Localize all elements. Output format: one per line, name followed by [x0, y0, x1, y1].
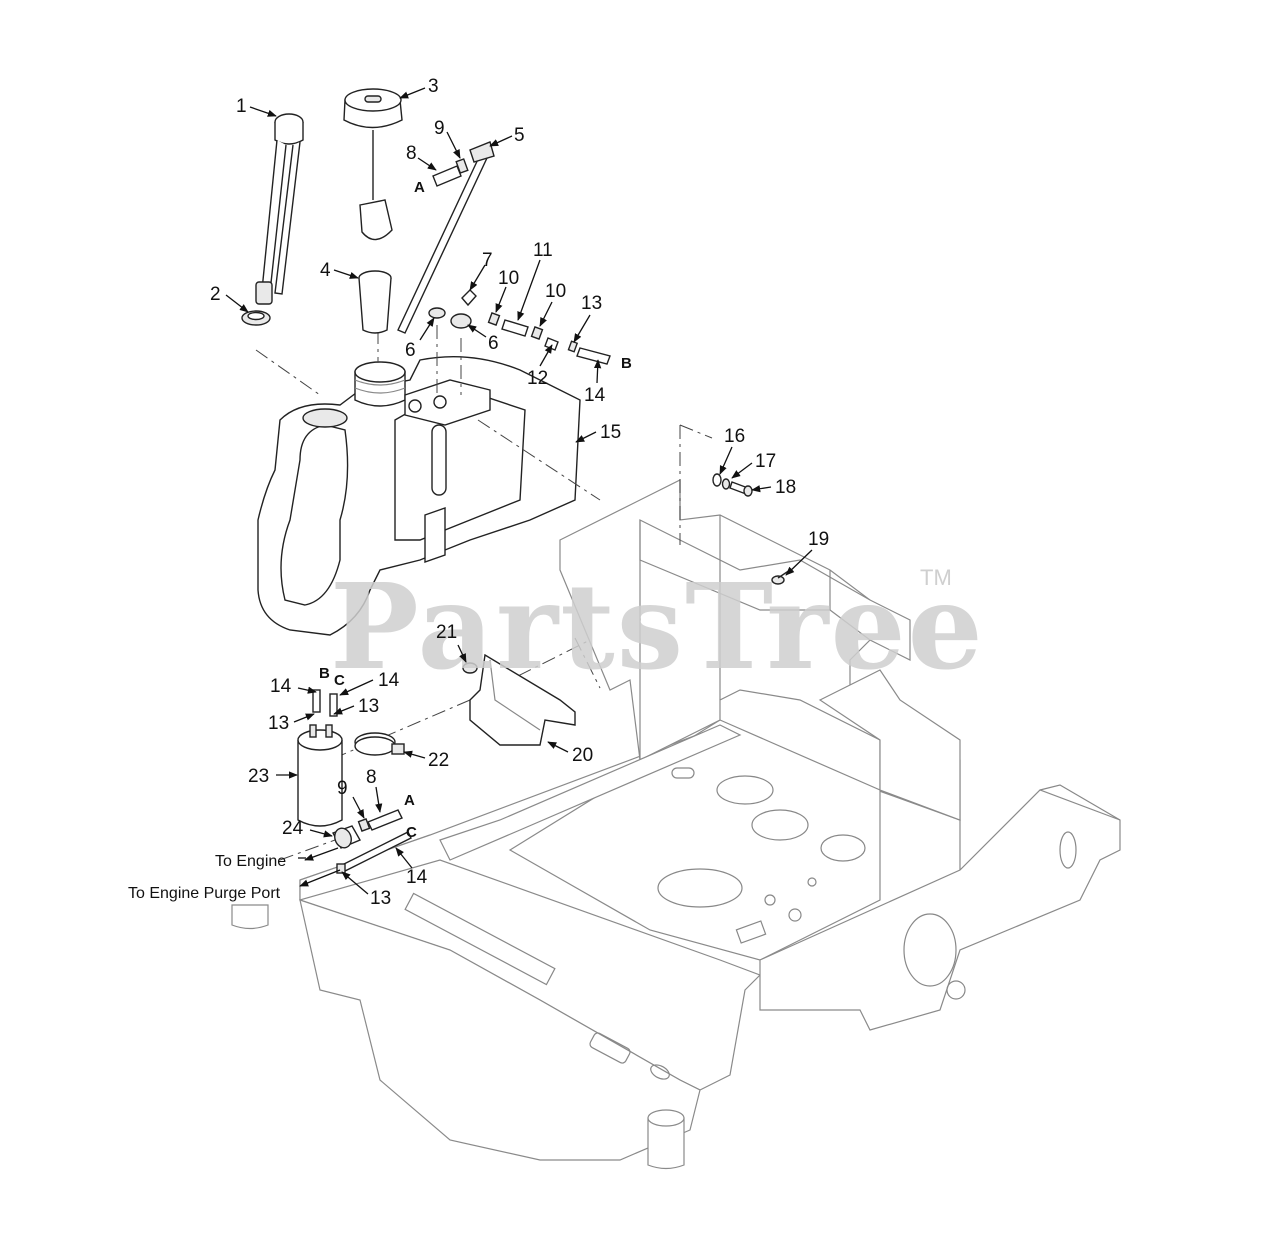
callout-13-lower: 13 — [370, 888, 391, 909]
callout-21: 21 — [436, 622, 457, 643]
vent-hose-assembly — [397, 141, 495, 334]
note-to-engine: To Engine — [215, 853, 286, 870]
callout-leaders — [225, 87, 813, 895]
tank-grommets — [428, 289, 477, 329]
tank-mount-hardware — [712, 473, 753, 497]
filter-mount-bracket — [462, 653, 576, 746]
callout-12: 12 — [527, 368, 548, 389]
callout-17: 17 — [755, 451, 776, 472]
callout-24: 24 — [282, 818, 304, 839]
letter-b-upper: B — [621, 355, 632, 372]
watermark-text: PartsTree — [330, 557, 985, 696]
callout-15: 15 — [600, 422, 621, 443]
callout-3: 3 — [428, 76, 439, 97]
letter-c-hose: C — [406, 824, 417, 841]
note-to-engine-purge-port: To Engine Purge Port — [128, 885, 281, 902]
gauge-grommet — [241, 310, 271, 326]
letter-c-lower: C — [334, 672, 345, 689]
mower-chassis-frame — [231, 479, 1121, 1170]
callout-14: 14 — [584, 385, 606, 406]
callout-16: 16 — [724, 426, 745, 447]
callout-10b: 10 — [545, 281, 566, 302]
callout-numbers: 1 2 3 4 5 6 6 7 8 9 10 10 11 12 13 14 15… — [210, 76, 829, 909]
inline-fuel-filter — [332, 809, 412, 874]
callout-14-lower: 14 — [406, 867, 428, 888]
callout-5: 5 — [514, 125, 525, 146]
callout-9-lower: 9 — [337, 778, 348, 799]
callout-8-lower: 8 — [366, 767, 377, 788]
callout-18: 18 — [775, 477, 796, 498]
callout-6a: 6 — [405, 340, 416, 361]
callout-23: 23 — [248, 766, 269, 787]
letter-a-lower: A — [404, 792, 415, 809]
callout-1: 1 — [236, 96, 247, 117]
assembly-reference-lines — [255, 325, 713, 861]
callout-4: 4 — [320, 260, 331, 281]
connection-letters: A B B C A C — [319, 179, 632, 841]
hose-clamp — [354, 732, 405, 756]
fuel-tank — [257, 355, 581, 636]
watermark-trademark: TM — [920, 565, 952, 590]
letter-a-upper: A — [414, 179, 425, 196]
callout-14-left: 14 — [270, 676, 292, 697]
fuel-gauge-sender — [255, 113, 304, 305]
callout-2: 2 — [210, 284, 221, 305]
filler-neck-strainer — [358, 270, 392, 334]
callout-10a: 10 — [498, 268, 519, 289]
callout-13: 13 — [581, 293, 602, 314]
callout-9: 9 — [434, 118, 445, 139]
callout-22: 22 — [428, 750, 449, 771]
evap-canister — [297, 689, 343, 827]
fuel-cap — [343, 88, 403, 241]
callout-6b: 6 — [488, 333, 499, 354]
callout-14-right: 14 — [378, 670, 400, 691]
callout-8: 8 — [406, 143, 417, 164]
callout-13-right: 13 — [358, 696, 379, 717]
callout-13-left: 13 — [268, 713, 289, 734]
callout-20: 20 — [572, 745, 593, 766]
callout-11: 11 — [533, 240, 553, 261]
fuel-line-assembly — [487, 312, 611, 365]
callout-19: 19 — [808, 529, 829, 550]
callout-7: 7 — [482, 250, 493, 271]
letter-b-lower: B — [319, 665, 330, 682]
